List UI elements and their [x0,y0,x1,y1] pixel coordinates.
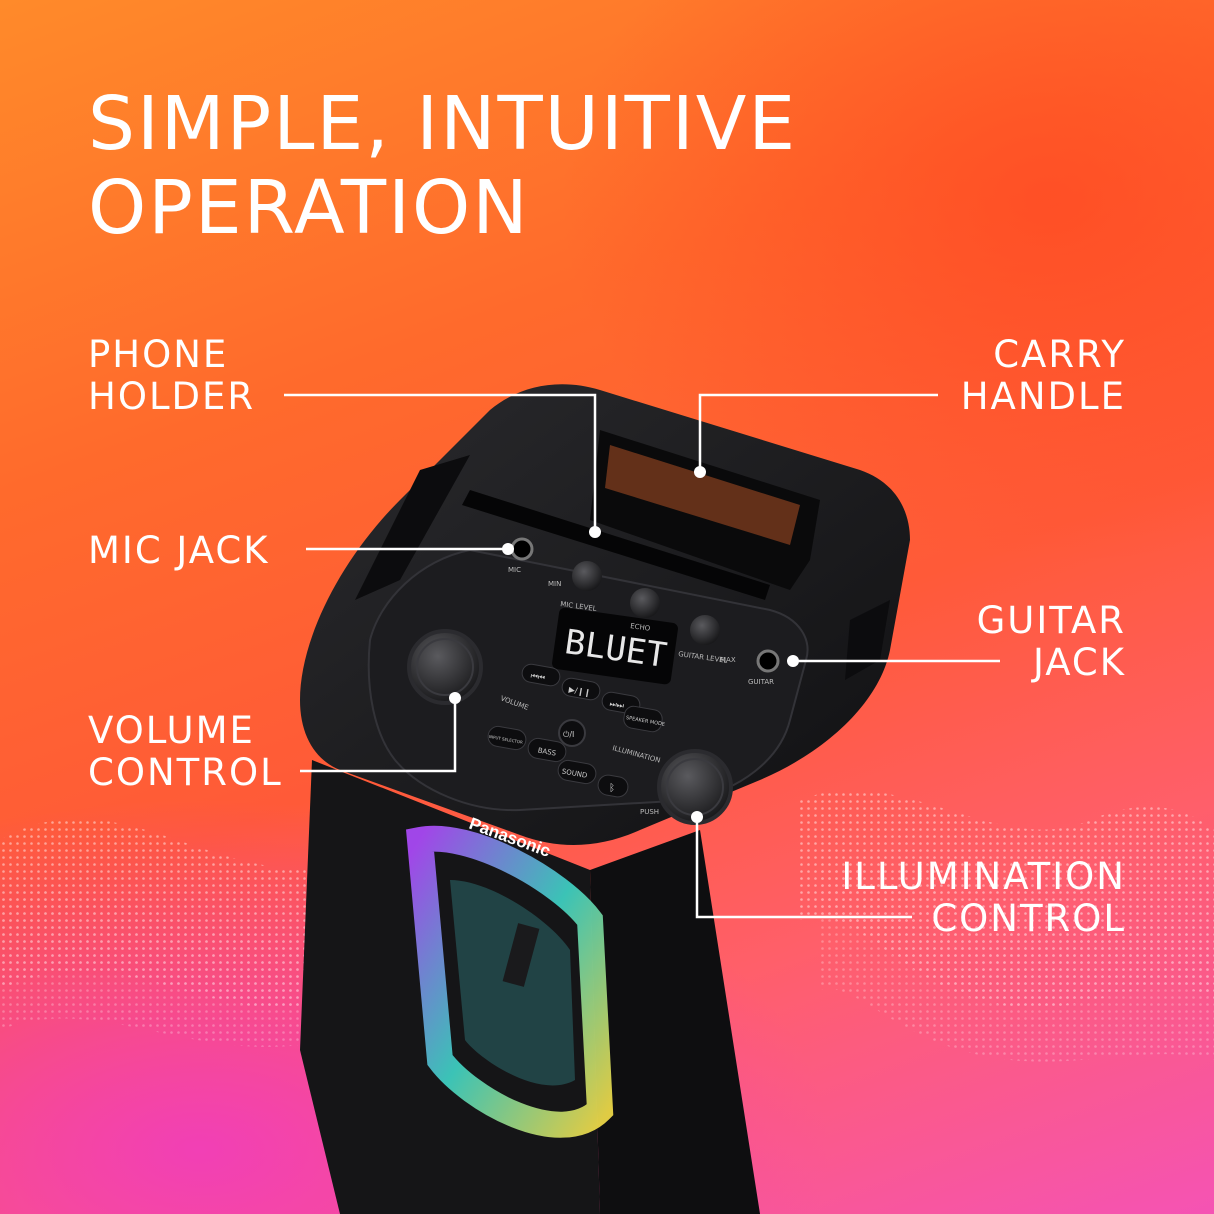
svg-text:⏻/I: ⏻/I [563,730,574,739]
svg-text:⏭⏭: ⏭⏭ [609,699,625,710]
bluetooth-button [597,774,629,798]
max-label: MAX [720,656,736,664]
carry-handle-recess [590,430,820,590]
svg-text:ᛒ: ᛒ [609,783,615,794]
guitar-jack-label: GUITAR [748,678,774,686]
callout-illumination-control: ILLUMINATION CONTROL [841,855,1126,940]
bass-button [527,737,567,763]
control-panel [367,548,809,812]
play-pause-button [561,677,601,701]
illumination-knob [657,749,733,825]
echo-label: ECHO [630,622,651,633]
phone-holder-slot [462,490,770,600]
callout-guitar-jack: GUITAR JACK [976,599,1126,684]
lcd-display [552,607,678,685]
volume-knob [407,629,483,705]
guitar-level-knob [690,615,720,645]
svg-text:BASS: BASS [537,746,557,757]
prev-button [521,663,561,687]
svg-text:⏮⏮: ⏮⏮ [530,671,546,682]
callout-phone-holder: PHONE HOLDER [88,333,256,418]
mic-level-knob [572,561,602,591]
svg-text:▶/❙❙: ▶/❙❙ [568,685,591,698]
callout-carry-handle: CARRY HANDLE [960,333,1126,418]
callout-volume-control: VOLUME CONTROL [88,709,283,794]
speaker-mode-button [623,705,663,733]
sound-button [557,759,597,785]
input-selector-button [487,725,527,751]
headline-line-1: SIMPLE, INTUITIVE [88,81,798,167]
headline-line-2: OPERATION [88,165,530,251]
power-button [558,719,586,747]
svg-text:INPUT SELECTOR: INPUT SELECTOR [489,734,524,745]
callout-mic-jack: MIC JACK [88,529,270,572]
headline: SIMPLE, INTUITIVE OPERATION [88,82,797,250]
led-light-ring [405,825,614,1138]
min-label: MIN [548,580,561,588]
push-label: PUSH [640,808,659,816]
guitar-jack-port [756,649,780,673]
mic-jack-label: MIC [508,566,521,574]
echo-knob [630,588,660,618]
